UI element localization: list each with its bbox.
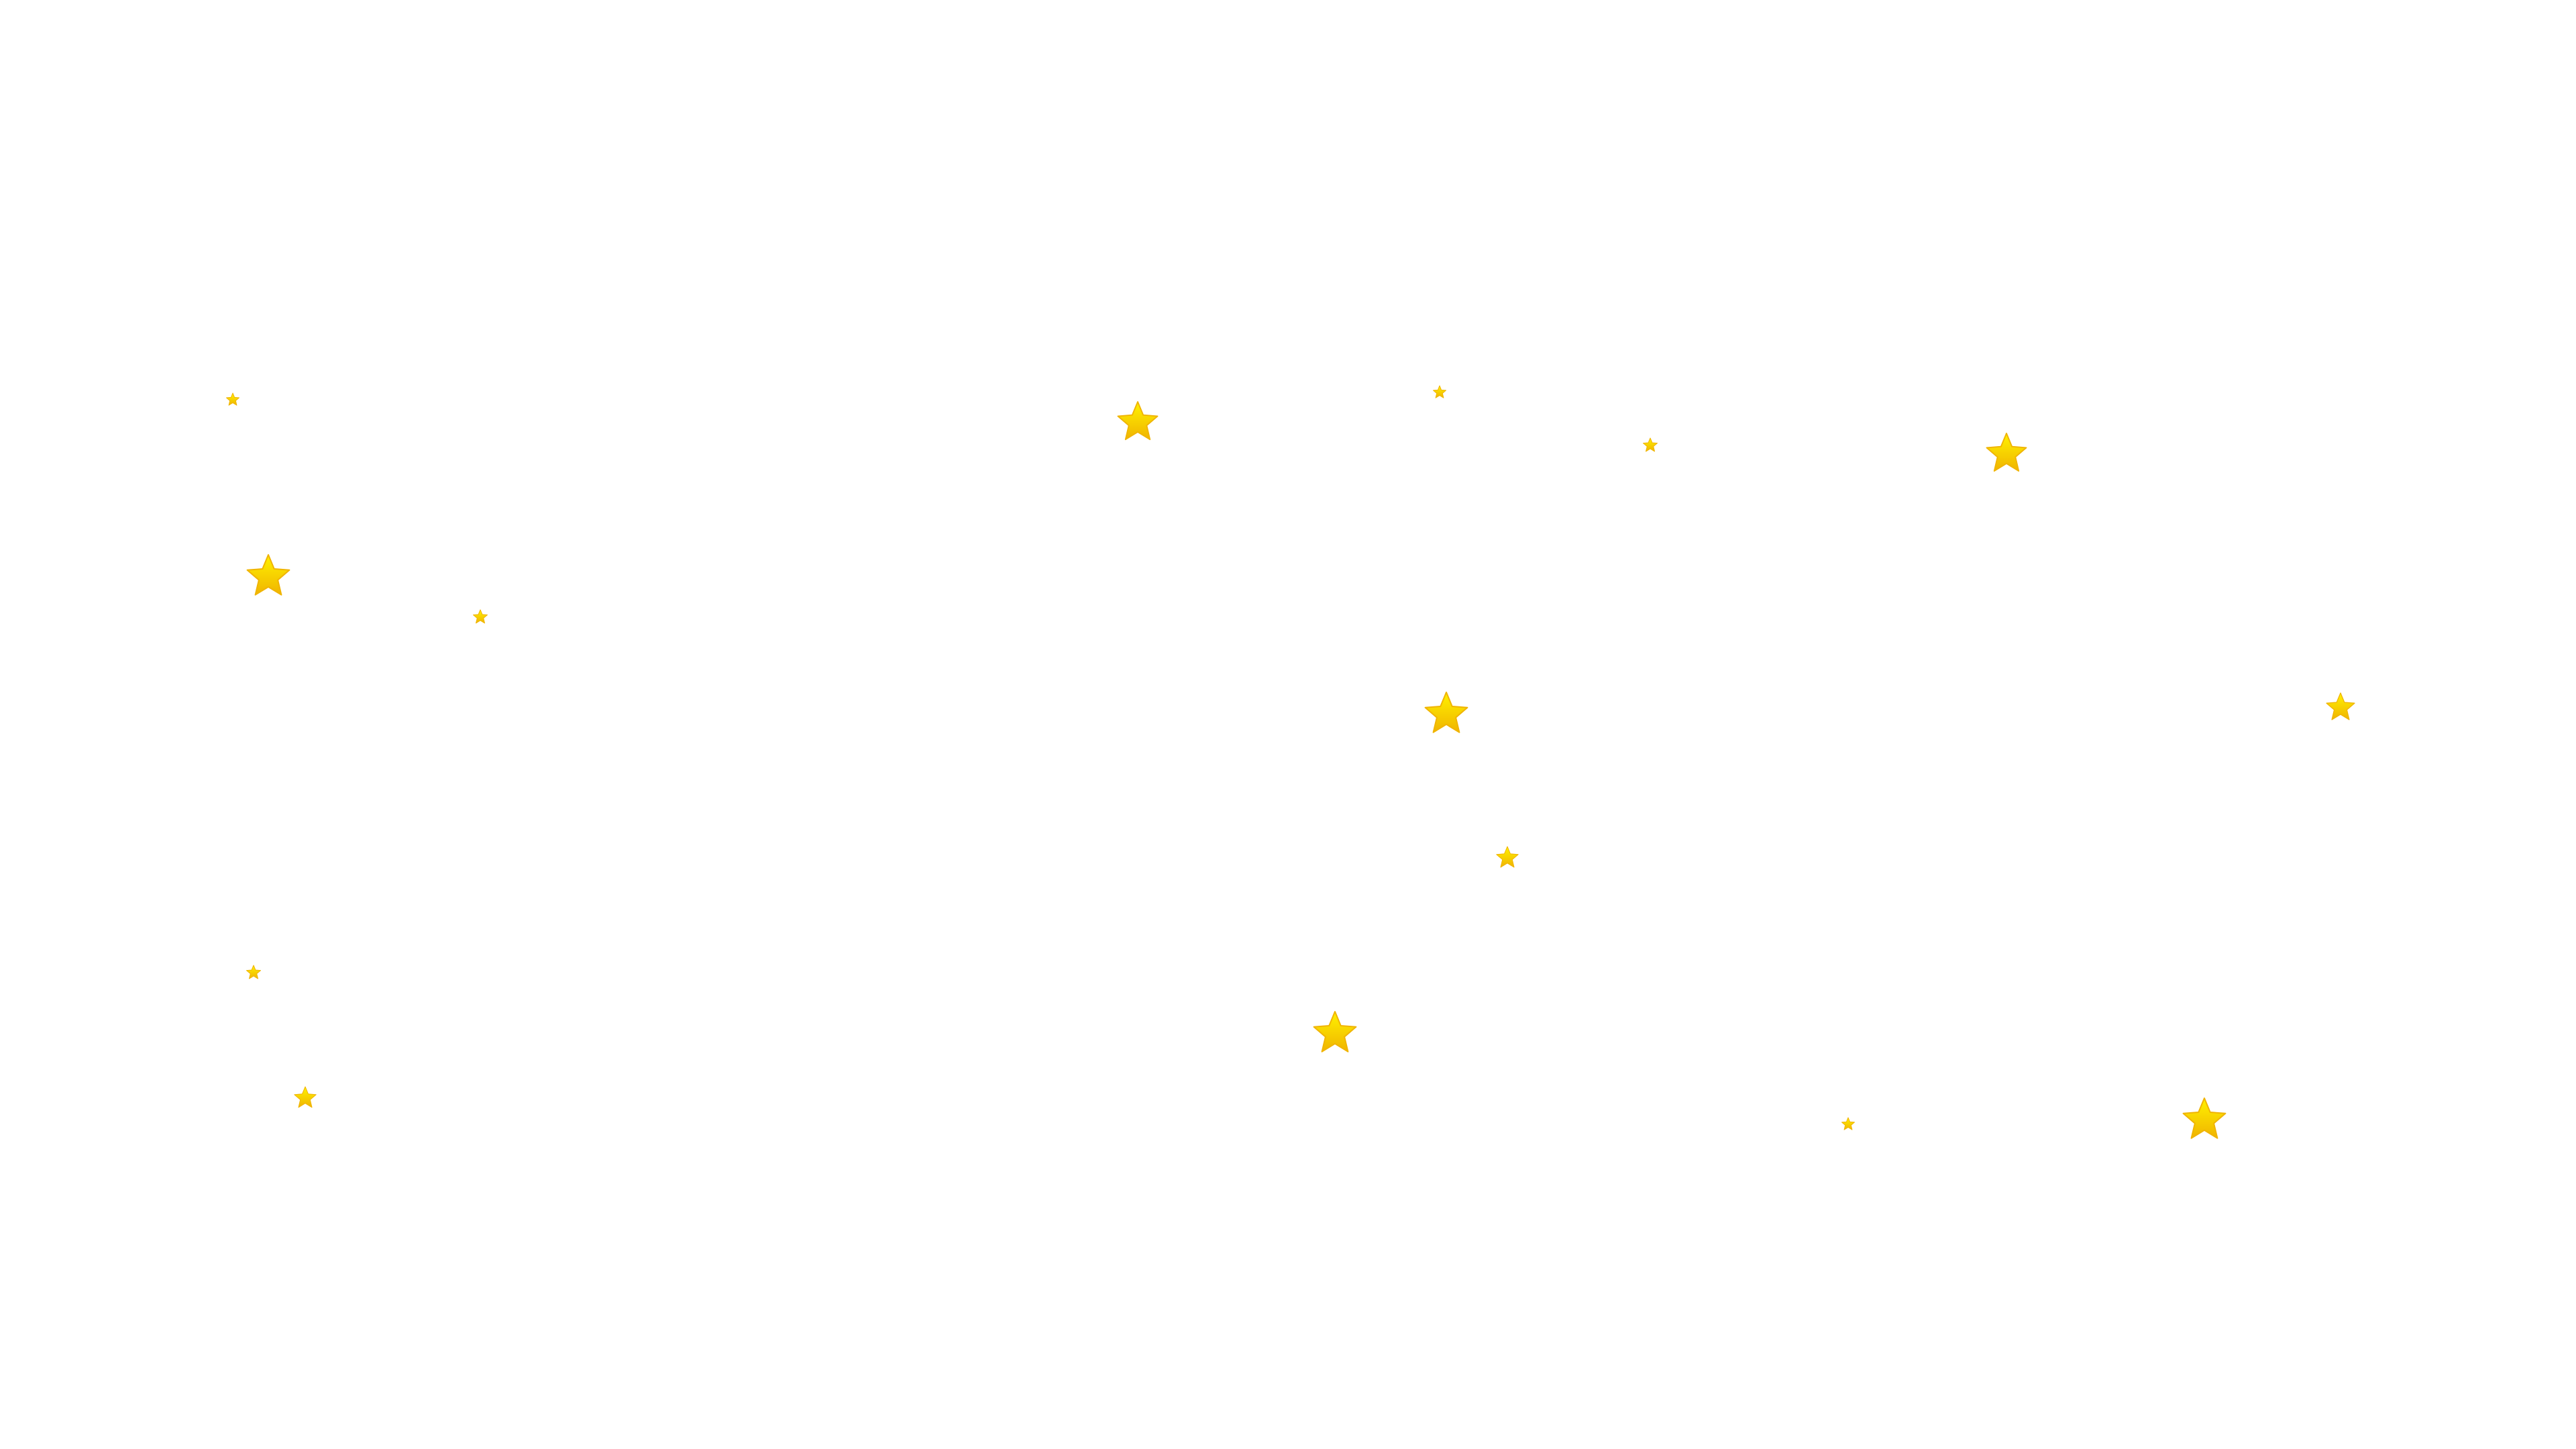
star-icon	[246, 554, 290, 596]
star-icon	[1313, 1011, 1357, 1053]
star-icon	[2182, 1097, 2226, 1139]
star-icon	[1424, 692, 1468, 733]
star-icon	[246, 965, 261, 979]
star-icon	[1117, 401, 1159, 441]
star-icon	[1986, 433, 2027, 472]
star-icon	[1496, 846, 1519, 868]
star-icon	[1643, 437, 1658, 452]
star-icon	[2326, 692, 2355, 720]
star-icon	[1433, 385, 1446, 398]
star-icon	[226, 392, 239, 406]
star-icon	[1841, 1117, 1855, 1130]
star-icon	[294, 1086, 317, 1108]
star-icon	[473, 609, 488, 624]
